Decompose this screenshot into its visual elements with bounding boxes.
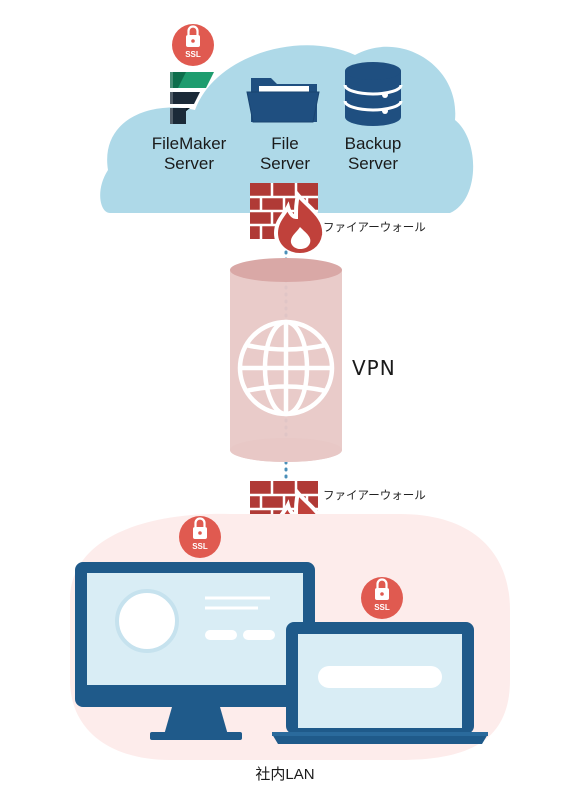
server-label-line2: Server xyxy=(163,153,215,173)
database-icon xyxy=(343,62,403,126)
server-label-filemaker: FileMaker Server xyxy=(134,134,244,173)
ssl-badge-desktop xyxy=(177,514,223,560)
folder-icon xyxy=(246,78,320,123)
server-label-backup: Backup Server xyxy=(318,134,428,173)
ssl-badge-laptop xyxy=(359,575,405,621)
firewall-label-top: ファイアーウォール xyxy=(323,222,426,234)
globe-icon xyxy=(237,319,335,417)
lan-label: 社内LAN xyxy=(255,766,315,783)
desktop-monitor-icon xyxy=(75,562,315,740)
server-label-line2: Server xyxy=(259,153,311,173)
server-label-file: File Server xyxy=(230,134,340,173)
filemaker-logo-icon xyxy=(170,72,214,124)
ssl-badge-cloud xyxy=(170,22,216,68)
server-label-line1: FileMaker xyxy=(151,134,227,153)
firewall-label-bottom: ファイアーウォール xyxy=(323,490,426,502)
firewall-icon-top xyxy=(248,181,327,257)
vpn-label: VPN xyxy=(352,356,396,380)
server-label-line1: File xyxy=(271,134,299,153)
server-label-line2: Server xyxy=(347,153,399,173)
laptop-icon xyxy=(272,622,488,744)
server-label-line1: Backup xyxy=(344,134,402,153)
